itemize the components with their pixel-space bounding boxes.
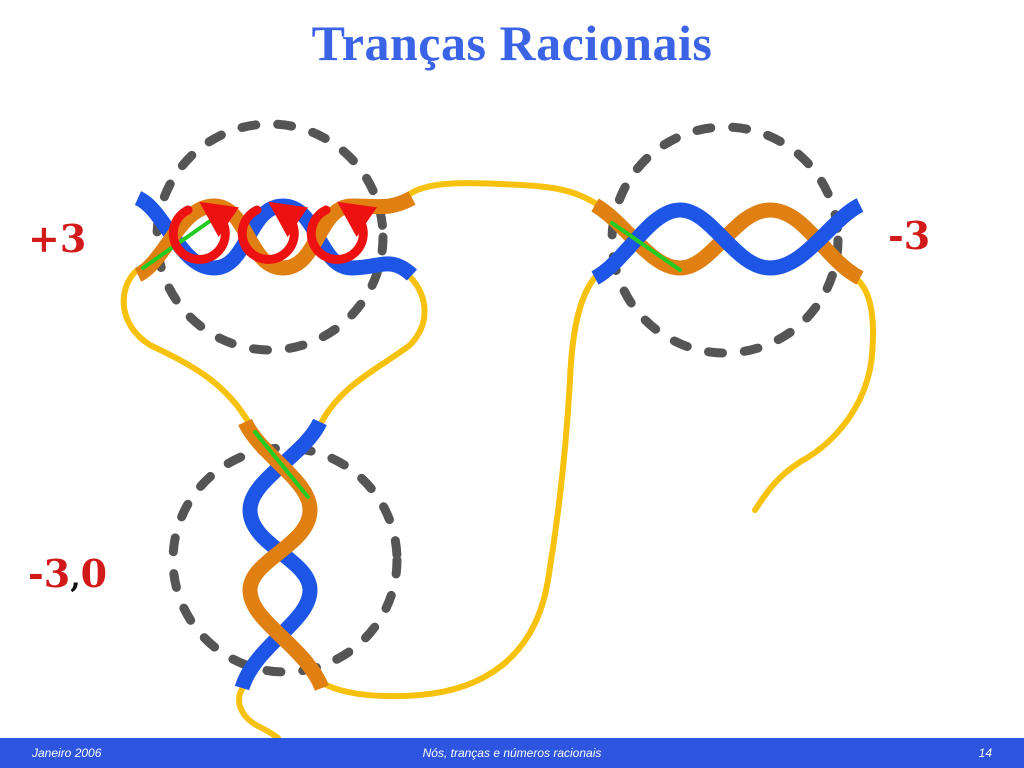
dashed-circle-right [607,122,843,358]
twist-left [134,191,418,282]
twist-bottom [234,418,329,692]
connector-long-middle [319,269,603,700]
slide-title: Tranças Racionais [311,15,713,71]
label-bottom-second: 0 [80,551,108,596]
connector-right-loop [317,269,428,428]
strand-orange-bottom-twist [238,418,329,692]
label-left-twist: +3 [28,216,87,261]
rotation-arrow-1 [168,201,240,264]
label-right-twist: -3 [888,213,931,258]
dashed-circle-left [152,119,388,355]
green-marker-right [610,221,682,272]
label-bottom-separator: , [70,560,81,595]
footer-bar: Janeiro 2006 Nós, tranças e números raci… [0,738,1024,768]
connector-right-tail [752,275,877,513]
connector-bottom-tail [236,682,281,738]
footer-page-number: 14 [978,746,992,760]
label-bottom-first: -3 [28,551,71,596]
green-marker-bottom [253,430,310,499]
twist-right [590,198,864,285]
rotation-arrows [168,201,378,264]
rotation-arrow-2 [237,201,309,264]
dashed-circle-bottom [168,443,402,677]
rational-tangle-diagram [120,119,877,738]
connector-left-loop [120,269,253,428]
dashed-circles [152,119,843,677]
connector-strands [120,180,877,738]
footer-subtitle: Nós, tranças e números racionais [422,746,602,760]
strand-blue-right-twist [591,198,864,285]
footer-date: Janeiro 2006 [32,746,102,760]
rotation-arrow-3 [306,201,378,264]
label-bottom-pair: -3,0 [28,555,107,593]
connector-top-arc [402,180,601,208]
green-markers [141,212,682,499]
